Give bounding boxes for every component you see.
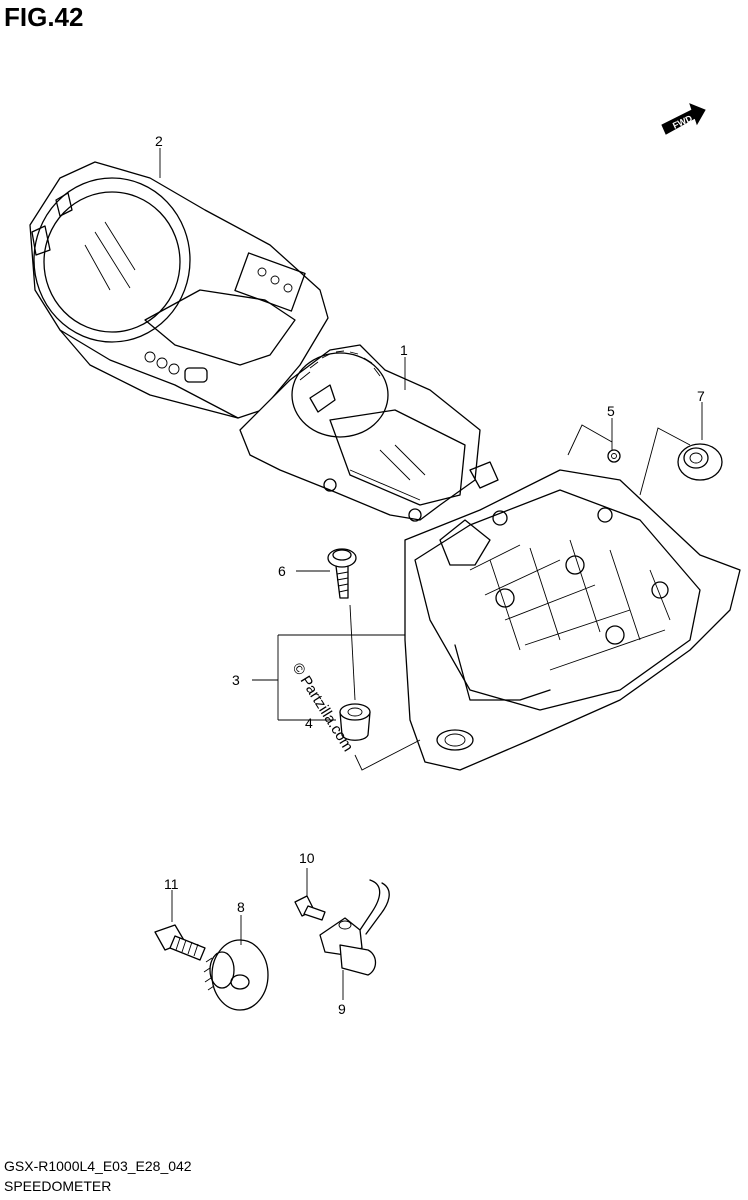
figure-name: SPEEDOMETER — [4, 1178, 112, 1194]
nut-part-5[interactable] — [607, 449, 621, 463]
meter-cover-part[interactable] — [29, 161, 329, 419]
callout-11: 11 — [164, 876, 179, 892]
callout-10: 10 — [299, 850, 315, 866]
speed-sensor-part-9[interactable] — [319, 879, 390, 976]
meter-assembly-part[interactable] — [239, 344, 499, 522]
callout-6: 6 — [278, 563, 286, 579]
callout-7: 7 — [697, 388, 705, 404]
callout-4: 4 — [305, 715, 313, 731]
callout-9: 9 — [338, 1001, 346, 1017]
callout-5: 5 — [607, 403, 615, 419]
callout-1: 1 — [400, 342, 408, 358]
callout-2: 2 — [155, 133, 163, 149]
screw-part-6[interactable] — [327, 548, 357, 599]
bolt-part-10[interactable] — [294, 895, 326, 921]
leader-lines — [159, 148, 703, 1000]
meter-case-part[interactable] — [404, 469, 741, 771]
cushion-part-4[interactable] — [339, 703, 371, 741]
bolt-part-11[interactable] — [154, 924, 206, 961]
grommet-part-7[interactable] — [677, 443, 723, 481]
figure-code: GSX-R1000L4_E03_E28_042 — [4, 1158, 192, 1174]
callout-3: 3 — [232, 672, 240, 688]
figure-title: FIG.42 — [4, 2, 84, 32]
callout-8: 8 — [237, 899, 245, 915]
fwd-arrow-icon: FWD — [661, 103, 706, 135]
gear-part-8[interactable] — [203, 939, 269, 1011]
